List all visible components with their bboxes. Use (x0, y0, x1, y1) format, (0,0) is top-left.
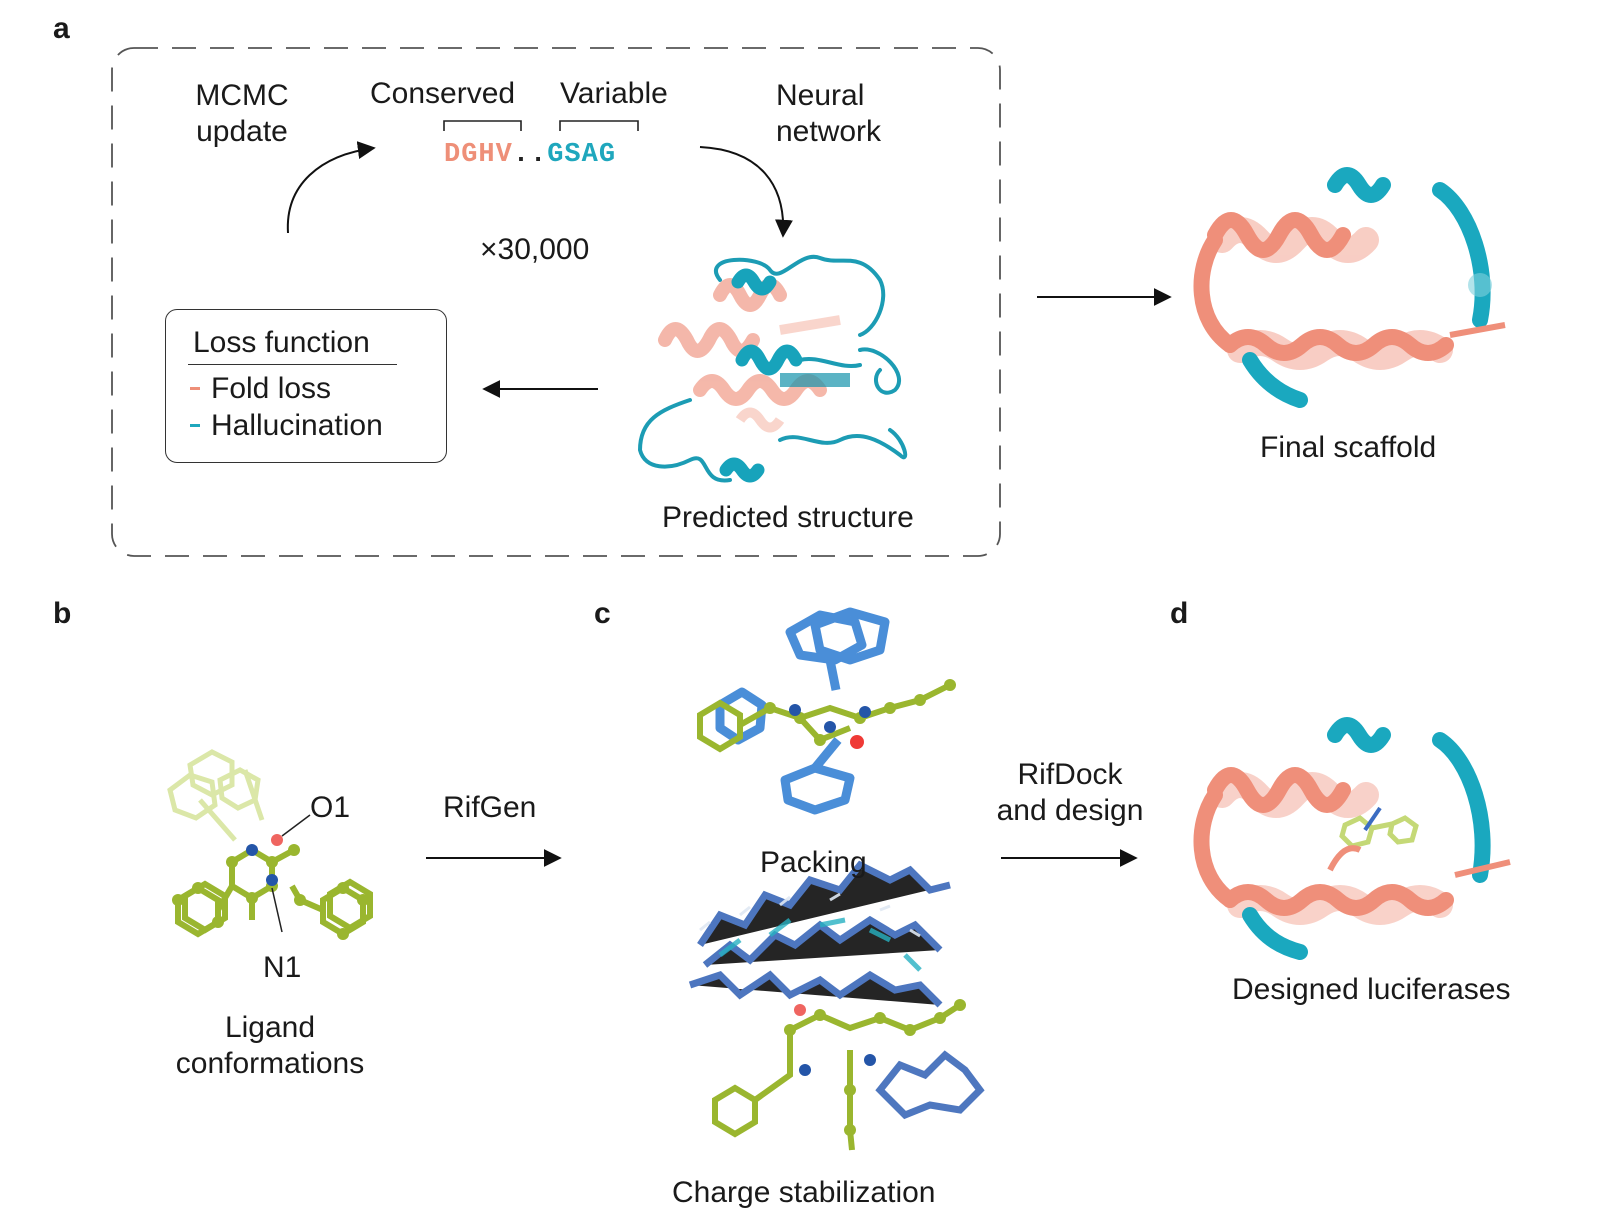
panel-letter-c: c (594, 597, 611, 630)
loss-function-title: Loss function (193, 326, 370, 359)
n1-label: N1 (263, 951, 302, 984)
neural-network-curved-arrow (699, 146, 793, 238)
hallucination-swatch (190, 423, 200, 427)
charge-stabilization-caption: Charge stabilization (672, 1176, 936, 1209)
panel-a-dashed-frame (111, 47, 1001, 557)
predicted-structure-image (638, 254, 908, 483)
ligand-caption-line1: Ligand (224, 1011, 316, 1044)
ligand-conformations-caption: Ligand conformations (150, 1010, 390, 1082)
sequence-conserved: DGHV (444, 140, 513, 170)
mcmc-label-line2: update (196, 115, 288, 148)
rifgen-label: RifGen (443, 791, 537, 824)
neural-network-line1: Neural (776, 79, 865, 112)
charge-stabilization-image (688, 860, 985, 1151)
mcmc-label-line1: MCMC (195, 79, 289, 112)
packing-caption: Packing (760, 846, 867, 879)
ligand-conformations-image (167, 749, 373, 940)
sequence-text: DGHV..GSAG (444, 140, 616, 170)
iterations-label: ×30,000 (480, 233, 590, 266)
neural-network-line2: network (776, 115, 882, 148)
designed-luciferases-caption: Designed luciferases (1232, 973, 1511, 1006)
panel-letter-b: b (53, 597, 72, 630)
loss-function-box: Loss function Fold loss Hallucination (165, 309, 447, 463)
hallucination-label: Hallucination (211, 409, 383, 442)
mcmc-label: MCMC update (180, 78, 304, 150)
packing-image (697, 607, 956, 815)
mcmc-curved-arrow (286, 141, 376, 234)
variable-label: Variable (560, 77, 668, 110)
conserved-bracket (443, 120, 522, 131)
variable-bracket (559, 120, 639, 131)
loss-function-rule (188, 364, 397, 365)
o1-label: O1 (310, 791, 351, 824)
fold-loss-item: Fold loss (190, 372, 331, 406)
fold-loss-label: Fold loss (211, 372, 332, 405)
fold-loss-swatch (190, 386, 200, 390)
rifdock-label: RifDock and design (975, 757, 1165, 829)
sequence-variable: GSAG (547, 140, 617, 170)
final-scaffold-image (1193, 167, 1506, 408)
panel-letter-a: a (53, 12, 70, 45)
final-scaffold-caption: Final scaffold (1260, 431, 1437, 464)
rifdock-label-line2: and design (996, 794, 1144, 827)
predicted-structure-caption: Predicted structure (662, 501, 914, 534)
neural-network-label: Neural network (776, 78, 881, 150)
rifdock-label-line1: RifDock (1017, 758, 1123, 791)
conserved-label: Conserved (370, 77, 516, 110)
sequence-dots: .. (512, 140, 548, 170)
hallucination-item: Hallucination (190, 409, 383, 443)
ligand-caption-line2: conformations (175, 1047, 365, 1080)
panel-letter-d: d (1170, 597, 1189, 630)
designed-luciferases-image (1193, 717, 1511, 960)
